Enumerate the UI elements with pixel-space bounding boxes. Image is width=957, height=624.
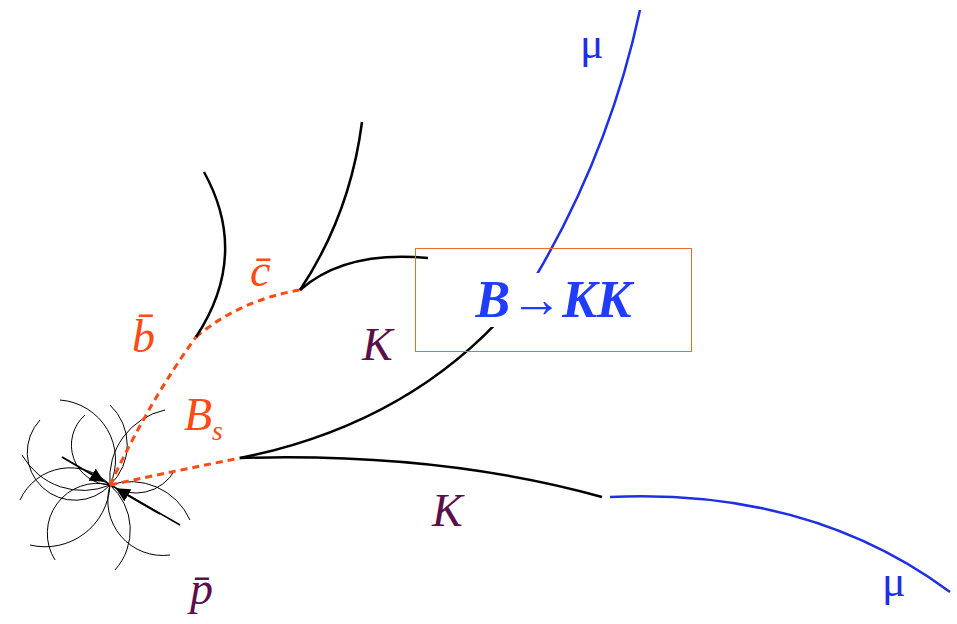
kaon-label: K bbox=[362, 322, 393, 368]
muon-label: μ bbox=[882, 560, 906, 604]
box-title: B→KK bbox=[473, 273, 633, 328]
kaon-label: K bbox=[432, 488, 463, 534]
quark-lines bbox=[110, 290, 300, 485]
process-box: B→KK bbox=[415, 248, 692, 352]
antiproton-label: p̄ bbox=[190, 566, 213, 612]
muon-label: μ bbox=[580, 22, 604, 66]
quark-label: c̄ bbox=[250, 248, 270, 294]
collision-tracks bbox=[20, 400, 190, 570]
meson-label: Bs bbox=[184, 392, 223, 444]
quark-label: b̄ bbox=[132, 314, 155, 360]
beam-arrows bbox=[62, 457, 180, 525]
